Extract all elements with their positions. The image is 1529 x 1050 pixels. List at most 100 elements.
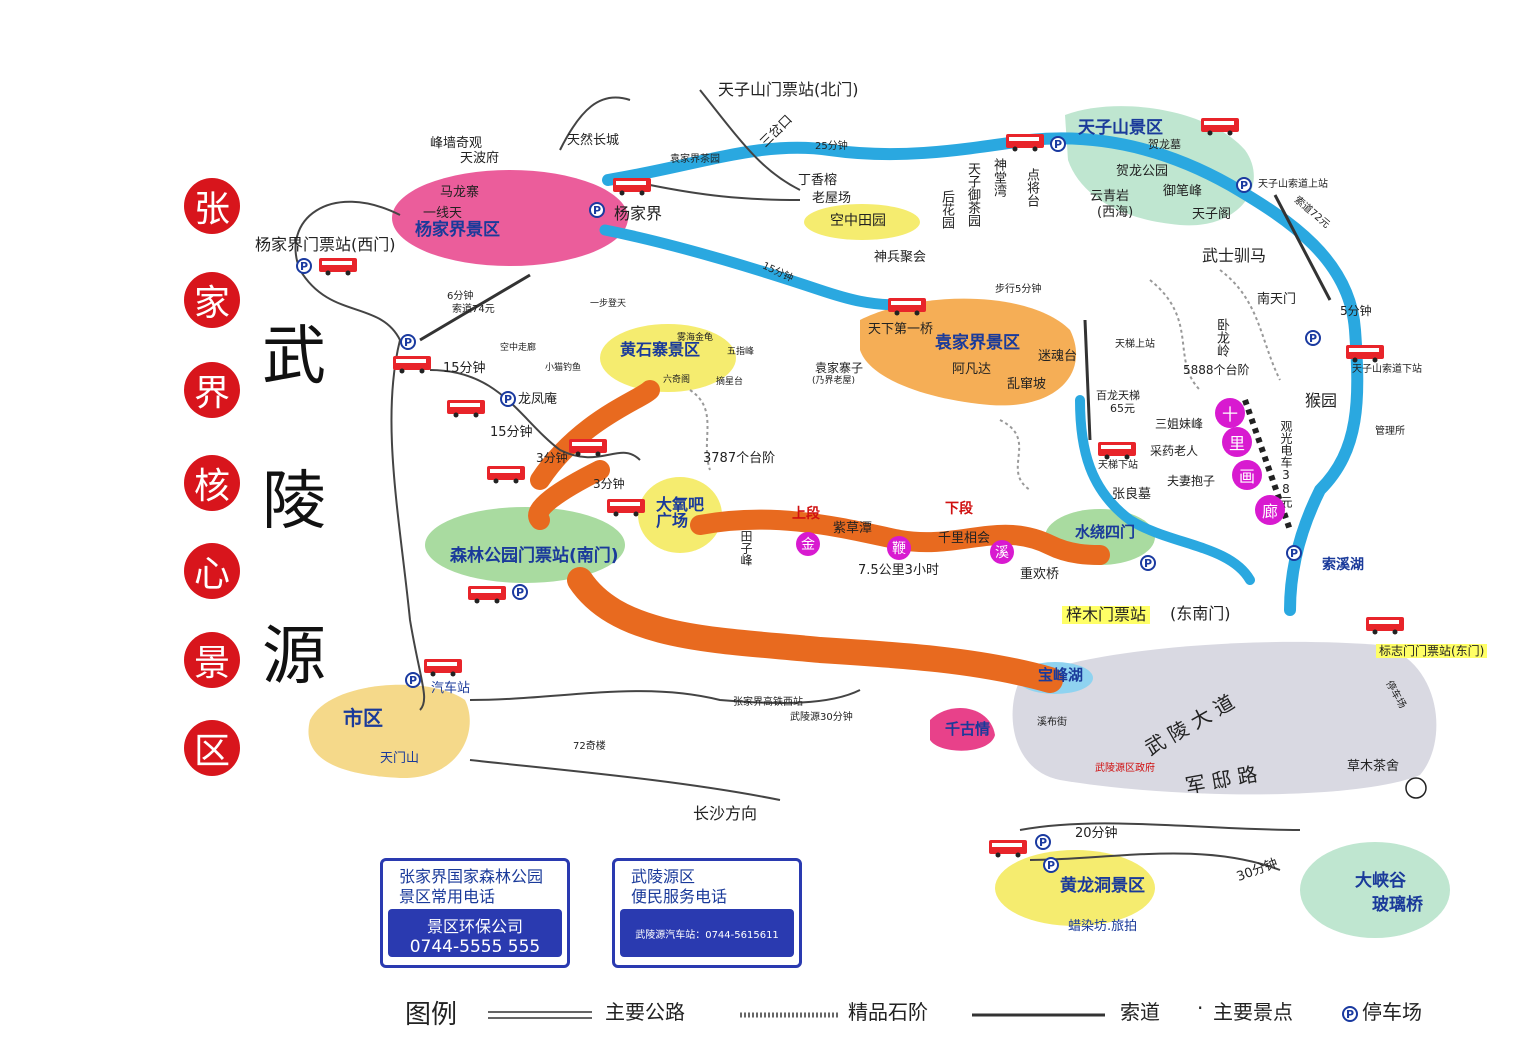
label-bailong: 百龙天梯 (1096, 389, 1140, 402)
label-qianli: 千里相会 (938, 531, 991, 546)
contact-wly-bus[interactable]: 武陵源汽车站：0744-5615611 (635, 929, 779, 941)
bus-icon (989, 840, 1027, 858)
parking-icon[interactable]: P (296, 258, 312, 274)
kongzhong-label[interactable]: 空中田园 (830, 213, 886, 229)
huangshizhai-area[interactable] (600, 324, 736, 392)
title-char-7: 区 (184, 720, 240, 776)
label-liuqige: 六奇阁 (663, 375, 691, 385)
label-afanda: 阿凡达 (952, 362, 992, 377)
label-biaozhi-gate[interactable]: 标志门门票站(东门) (1376, 644, 1488, 658)
parking-icon[interactable]: P (1236, 177, 1252, 193)
jinbianxi-trail[interactable] (528, 380, 1110, 565)
tianzishan-label[interactable]: 天子山景区 (1078, 118, 1163, 138)
shuiraosimen-label[interactable]: 水绕四门 (1075, 523, 1136, 541)
river-north (602, 132, 1364, 616)
label-wushi: 武士驯马 (1202, 246, 1267, 265)
contact-forest-phone[interactable]: 0744-5555 555 (409, 937, 541, 957)
region-char-1: 武 (262, 320, 326, 394)
huanglongdong-area[interactable] (995, 850, 1155, 926)
label-tianzige: 天子阁 (1192, 207, 1232, 222)
label-tianzifeng: 田子峰 (739, 530, 753, 566)
yuanjiajie-label[interactable]: 袁家界景区 (935, 333, 1020, 353)
label-railway: 张家界高铁西站 (733, 697, 803, 708)
legend-parking-icon: P (1342, 1006, 1358, 1022)
contact-wly-header1: 武陵源区 (631, 867, 696, 886)
label-tianran-changcheng: 天然长城 (567, 133, 620, 148)
city-area[interactable] (308, 684, 470, 779)
label-xiaduan: 下段 (945, 501, 973, 517)
legend-spot-symbol: · (1197, 996, 1204, 1020)
jinbianxi-bead-2: 鞭 (887, 536, 911, 560)
kongzhong-area[interactable] (804, 204, 920, 240)
jinbianxi-bead-3: 溪 (990, 540, 1014, 564)
title-char-1: 张 (184, 178, 240, 234)
parking-icon[interactable]: P (1043, 857, 1059, 873)
bus-icon (424, 659, 462, 677)
parking-icon[interactable]: P (1286, 545, 1302, 561)
parking-icon[interactable]: P (589, 202, 605, 218)
label-houhuayuan: 后花园 (939, 190, 954, 229)
title-char-5: 心 (184, 543, 240, 599)
dxiagu-label[interactable]: 大峡谷 (1355, 871, 1406, 891)
tianzishan-area[interactable] (1065, 106, 1254, 226)
city-label[interactable]: 市区 (343, 706, 383, 730)
huanglongdong-label[interactable]: 黄龙洞景区 (1060, 876, 1145, 896)
label-dongnan: (东南门) (1170, 604, 1231, 623)
dxiagu-area[interactable] (1300, 842, 1450, 938)
label-shangduan: 上段 (792, 506, 820, 522)
parking-icon[interactable]: P (1035, 834, 1051, 850)
parking-icon[interactable]: P (1305, 330, 1321, 346)
river-east (1075, 395, 1255, 585)
shilihualang-bead-1: 十 (1215, 398, 1245, 428)
yangjiajie-label[interactable]: 杨家界景区 (415, 220, 500, 240)
label-tianmenshan[interactable]: 天门山 (380, 751, 420, 766)
huangshizhai-label[interactable]: 黄石寨景区 (620, 340, 701, 359)
label-5min: 5分钟 (1340, 304, 1372, 318)
label-wuhai: 雾海金龟 (677, 333, 714, 343)
glass-bridge-label[interactable]: 玻璃桥 (1372, 895, 1423, 915)
label-bus-station[interactable]: 汽车站 (431, 681, 471, 696)
label-jinbianxi-length: 7.5公里3小时 (858, 563, 939, 578)
baofeng-lake-label[interactable]: 宝峰湖 (1038, 666, 1084, 684)
label-fuqi: 夫妻抱子 (1167, 474, 1216, 488)
label-yangjiajie-gate[interactable]: 杨家界门票站(西门) (255, 235, 396, 254)
contact-forest-header2: 景区常用电话 (399, 887, 496, 906)
bus-icon (487, 466, 525, 484)
label-tianbofu: 天波府 (460, 151, 500, 166)
parking-icon[interactable]: P (1050, 136, 1066, 152)
label-15min-b: 15分钟 (490, 425, 533, 440)
label-changsha: 长沙方向 (693, 804, 758, 823)
parking-icon[interactable]: P (1140, 555, 1156, 571)
bus-icon (468, 586, 506, 604)
label-tianzishan-gate[interactable]: 天子山门票站(北门) (718, 80, 859, 99)
parking-icon[interactable]: P (500, 391, 516, 407)
forest-gate-label[interactable]: 森林公园门票站(南门) (450, 546, 619, 566)
yuanjiajie-area[interactable] (860, 298, 1077, 406)
label-3787: 3787个台阶 (703, 451, 776, 466)
label-zimu-gate[interactable]: 梓木门票站 (1062, 606, 1151, 624)
title-char-3: 界 (184, 362, 240, 418)
river-west (599, 224, 906, 311)
contact-forest-header1: 张家界国家森林公园 (399, 867, 544, 886)
yangjiajie-area[interactable] (392, 170, 628, 266)
shilihualang-bead-3: 画 (1232, 460, 1262, 490)
label-sanjie: 三姐妹峰 (1155, 417, 1204, 431)
forest-gate-area[interactable] (425, 507, 625, 583)
qianguqing-area[interactable] (930, 708, 995, 751)
parking-icon[interactable]: P (405, 672, 421, 688)
shilihualang-bead-2: 里 (1222, 427, 1252, 457)
label-wuzhifeng: 五指峰 (727, 347, 755, 357)
parking-icon[interactable]: P (512, 584, 528, 600)
label-helong-park: 贺龙公园 (1116, 164, 1169, 179)
bus-icon (569, 439, 607, 457)
qianguqing-label[interactable]: 千古情 (945, 720, 991, 738)
contact-wly-header2: 便民服务电话 (631, 887, 728, 906)
label-dingxiangrong: 丁香榕 (798, 173, 838, 188)
parking-icon[interactable]: P (400, 334, 416, 350)
oxygen-square-label[interactable]: 大氧吧广场 (656, 495, 705, 530)
suoxi-lake-label[interactable]: 索溪湖 (1322, 557, 1364, 573)
label-houyuan: 猴园 (1305, 391, 1338, 410)
label-tianti-down: 天梯下站 (1098, 460, 1138, 471)
label-shenbing: 神兵聚会 (874, 250, 927, 265)
